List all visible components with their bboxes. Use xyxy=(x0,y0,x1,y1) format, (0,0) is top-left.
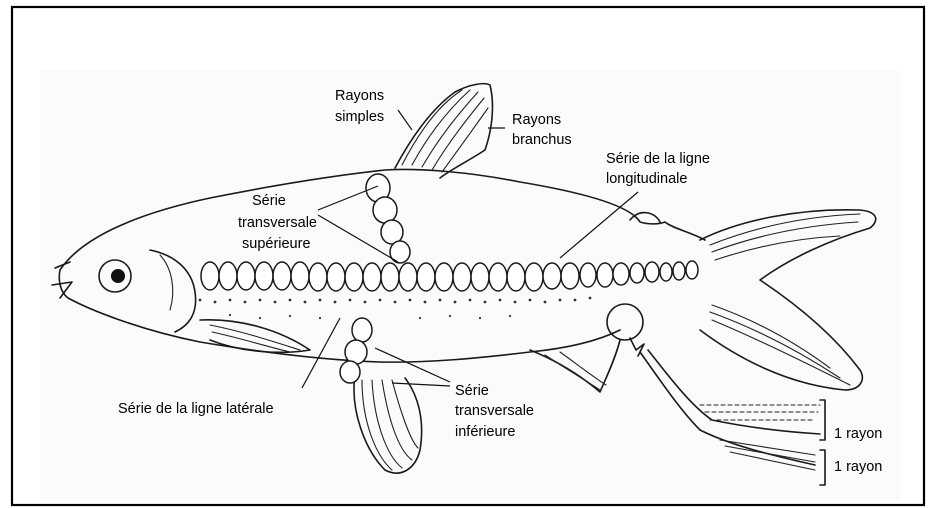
label-ligne-laterale: Série de la ligne latérale xyxy=(118,401,274,417)
label-ligne-longitudinale-1: Série de la ligne xyxy=(606,151,710,167)
fish-pupil xyxy=(111,269,125,283)
label-transv-inf-2: transversale xyxy=(455,403,534,419)
label-transv-sup-2: transversale xyxy=(238,215,317,231)
label-rayons-simples-2: simples xyxy=(335,109,384,125)
label-transv-inf-1: Série xyxy=(455,383,489,399)
label-rayon-2: 1 rayon xyxy=(834,459,882,475)
label-rayon-1: 1 rayon xyxy=(834,426,882,442)
label-transv-sup-3: supérieure xyxy=(242,236,311,252)
label-rayons-branchus-1: Rayons xyxy=(512,112,561,128)
label-transv-inf-3: inférieure xyxy=(455,424,515,440)
label-rayons-simples-1: Rayons xyxy=(335,88,384,104)
label-transv-sup-1: Série xyxy=(252,193,286,209)
label-ligne-longitudinale-2: longitudinale xyxy=(606,171,687,187)
label-rayons-branchus-2: branchus xyxy=(512,132,572,148)
